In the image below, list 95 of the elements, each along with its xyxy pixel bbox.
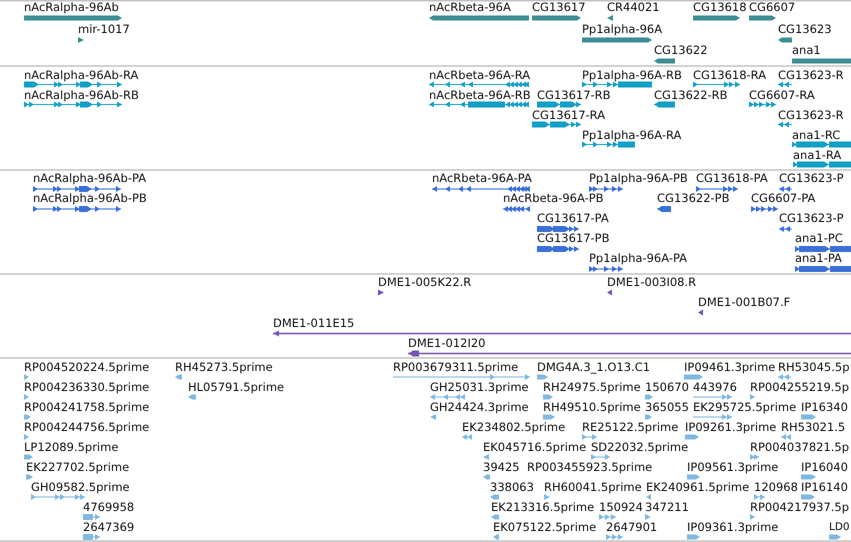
- protein-name: nAcRbeta-96A-PA: [432, 172, 532, 184]
- gene-name: ana1: [792, 44, 821, 56]
- est-name: IP09461.3prime: [684, 360, 776, 372]
- est-name: DMG4A.3_1.O13.C1: [537, 360, 650, 372]
- est-name: RH53021.5: [781, 420, 846, 432]
- gene-name: Pp1alpha-96A: [582, 22, 662, 34]
- est-name: 4769958: [83, 500, 134, 512]
- est-name: LP12089.5prime: [24, 440, 118, 452]
- est-name: RH60041.5prime: [544, 480, 642, 492]
- est-name: LD0: [829, 520, 850, 532]
- est-name: RP004236330.5prime: [24, 380, 150, 392]
- est-name: IP09261.3prime: [685, 420, 776, 432]
- gene-name: CG6607: [749, 0, 796, 12]
- transcript-name: nAcRalpha-96Ab-RA: [24, 68, 138, 80]
- est-name: EK045716.5prime: [483, 440, 586, 452]
- est-name: 2647369: [83, 520, 134, 532]
- est-name: EK295725.5prime: [693, 400, 796, 412]
- est-name: 150670: [645, 380, 689, 392]
- protein-name: CG6607-PA: [751, 192, 816, 204]
- est-name: GH24424.3prime: [430, 400, 529, 412]
- est-name: IP16340: [801, 400, 848, 412]
- est-name: IP16140: [801, 480, 848, 492]
- transcript-name: Pp1alpha-96A-RA: [582, 128, 682, 140]
- transcript-name: CG13622-RB: [654, 88, 728, 100]
- est-name: RP004037821.5p: [750, 440, 850, 452]
- est-name: EK227702.5prime: [26, 460, 130, 472]
- transcript-name: CG13617-RA: [532, 108, 606, 120]
- est-name: GH09582.5prime: [31, 480, 130, 492]
- est-name: RP004241758.5prime: [24, 400, 150, 412]
- transcript-name: CG13623-R: [778, 68, 844, 80]
- transcript-name: CG13623-R: [778, 108, 844, 120]
- protein-name: Pp1alpha-96A-PA: [589, 252, 688, 264]
- est-name: HL05791.5prime: [188, 380, 284, 392]
- clone-name: DME1-005K22.R: [378, 276, 472, 288]
- est-name: EK213316.5prime: [491, 500, 594, 512]
- est-name: RP004255219.5p: [750, 380, 850, 392]
- est-name: 2647901: [606, 520, 658, 532]
- est-name: RP003679311.5prime: [393, 360, 518, 372]
- transcript-name: CG13617-RB: [537, 88, 611, 100]
- transcript-name: ana1-RC: [792, 128, 840, 140]
- est-name: 365055: [645, 400, 689, 412]
- protein-name: Pp1alpha-96A-PB: [589, 172, 688, 184]
- est-name: RP004217937.5p: [750, 500, 850, 512]
- est-name: 347211: [645, 500, 689, 512]
- protein-name: CG13622-PB: [657, 192, 730, 204]
- transcript-name: nAcRbeta-96A-RA: [429, 68, 530, 80]
- est-name: RH24975.5prime: [543, 380, 641, 392]
- gene-name: CG13623: [778, 22, 832, 34]
- gene-name: CR44021: [607, 0, 660, 12]
- est-name: 39425: [483, 460, 520, 472]
- est-name: EK240961.5prime: [646, 480, 750, 492]
- transcript-name: ana1-RA: [793, 148, 842, 160]
- gene-name: CG13622: [654, 44, 708, 56]
- transcript-name: Pp1alpha-96A-RB: [582, 68, 682, 80]
- gene-name: CG13617: [532, 0, 586, 12]
- clone-name: DME1-003I08.R: [607, 276, 696, 288]
- transcript-name: CG13618-RA: [693, 68, 766, 80]
- gene-name: CG13618: [693, 0, 747, 12]
- est-name: 443976: [693, 380, 737, 392]
- protein-name: CG13623-P: [779, 172, 844, 184]
- protein-name: nAcRalpha-96Ab-PB: [33, 192, 147, 204]
- est-name: EK234802.5prime: [462, 420, 566, 432]
- gene-name: nAcRbeta-96A: [429, 0, 511, 12]
- transcript-name: nAcRalpha-96Ab-RB: [24, 88, 139, 100]
- protein-name: ana1-PC: [795, 232, 843, 244]
- est-name: IP09561.3prime: [687, 460, 778, 472]
- est-name: GH25031.3prime: [430, 380, 529, 392]
- gene-name: nAcRalpha-96Ab: [24, 0, 119, 12]
- est-name: RE25122.5prime: [582, 420, 678, 432]
- est-name: RH49510.5prime: [543, 400, 641, 412]
- transcript-name: CG6607-RA: [749, 88, 815, 100]
- protein-name: CG13617-PB: [537, 232, 610, 244]
- est-name: RH53045.5p: [778, 360, 850, 372]
- est-name: RP004244756.5prime: [24, 420, 150, 432]
- protein-name: CG13618-PA: [696, 172, 768, 184]
- clone-name: DME1-012I20: [408, 336, 486, 348]
- protein-name: nAcRalpha-96Ab-PA: [33, 172, 146, 184]
- est-name: RH45273.5prime: [175, 360, 273, 372]
- est-name: 150924: [599, 500, 643, 512]
- clone-name: DME1-001B07.F: [698, 296, 790, 308]
- est-name: RP004520224.5prime: [24, 360, 150, 372]
- est-name: EK075122.5prime: [493, 520, 596, 532]
- protein-name: ana1-PA: [795, 252, 842, 264]
- est-name: 338063: [490, 480, 534, 492]
- protein-name: CG13617-PA: [537, 212, 609, 224]
- transcript-name: nAcRbeta-96A-RB: [429, 88, 531, 100]
- clone-name: DME1-011E15: [273, 316, 354, 328]
- protein-name: CG13623-P: [779, 212, 844, 224]
- gene-name: mir-1017: [78, 22, 130, 34]
- est-name: 120968: [754, 480, 798, 492]
- est-name: SD22032.5prime: [591, 440, 688, 452]
- est-name: IP16040: [801, 460, 848, 472]
- est-name: RP003455923.5prime: [527, 460, 652, 472]
- est-name: IP09361.3prime: [687, 520, 778, 532]
- protein-name: nAcRbeta-96A-PB: [503, 192, 604, 204]
